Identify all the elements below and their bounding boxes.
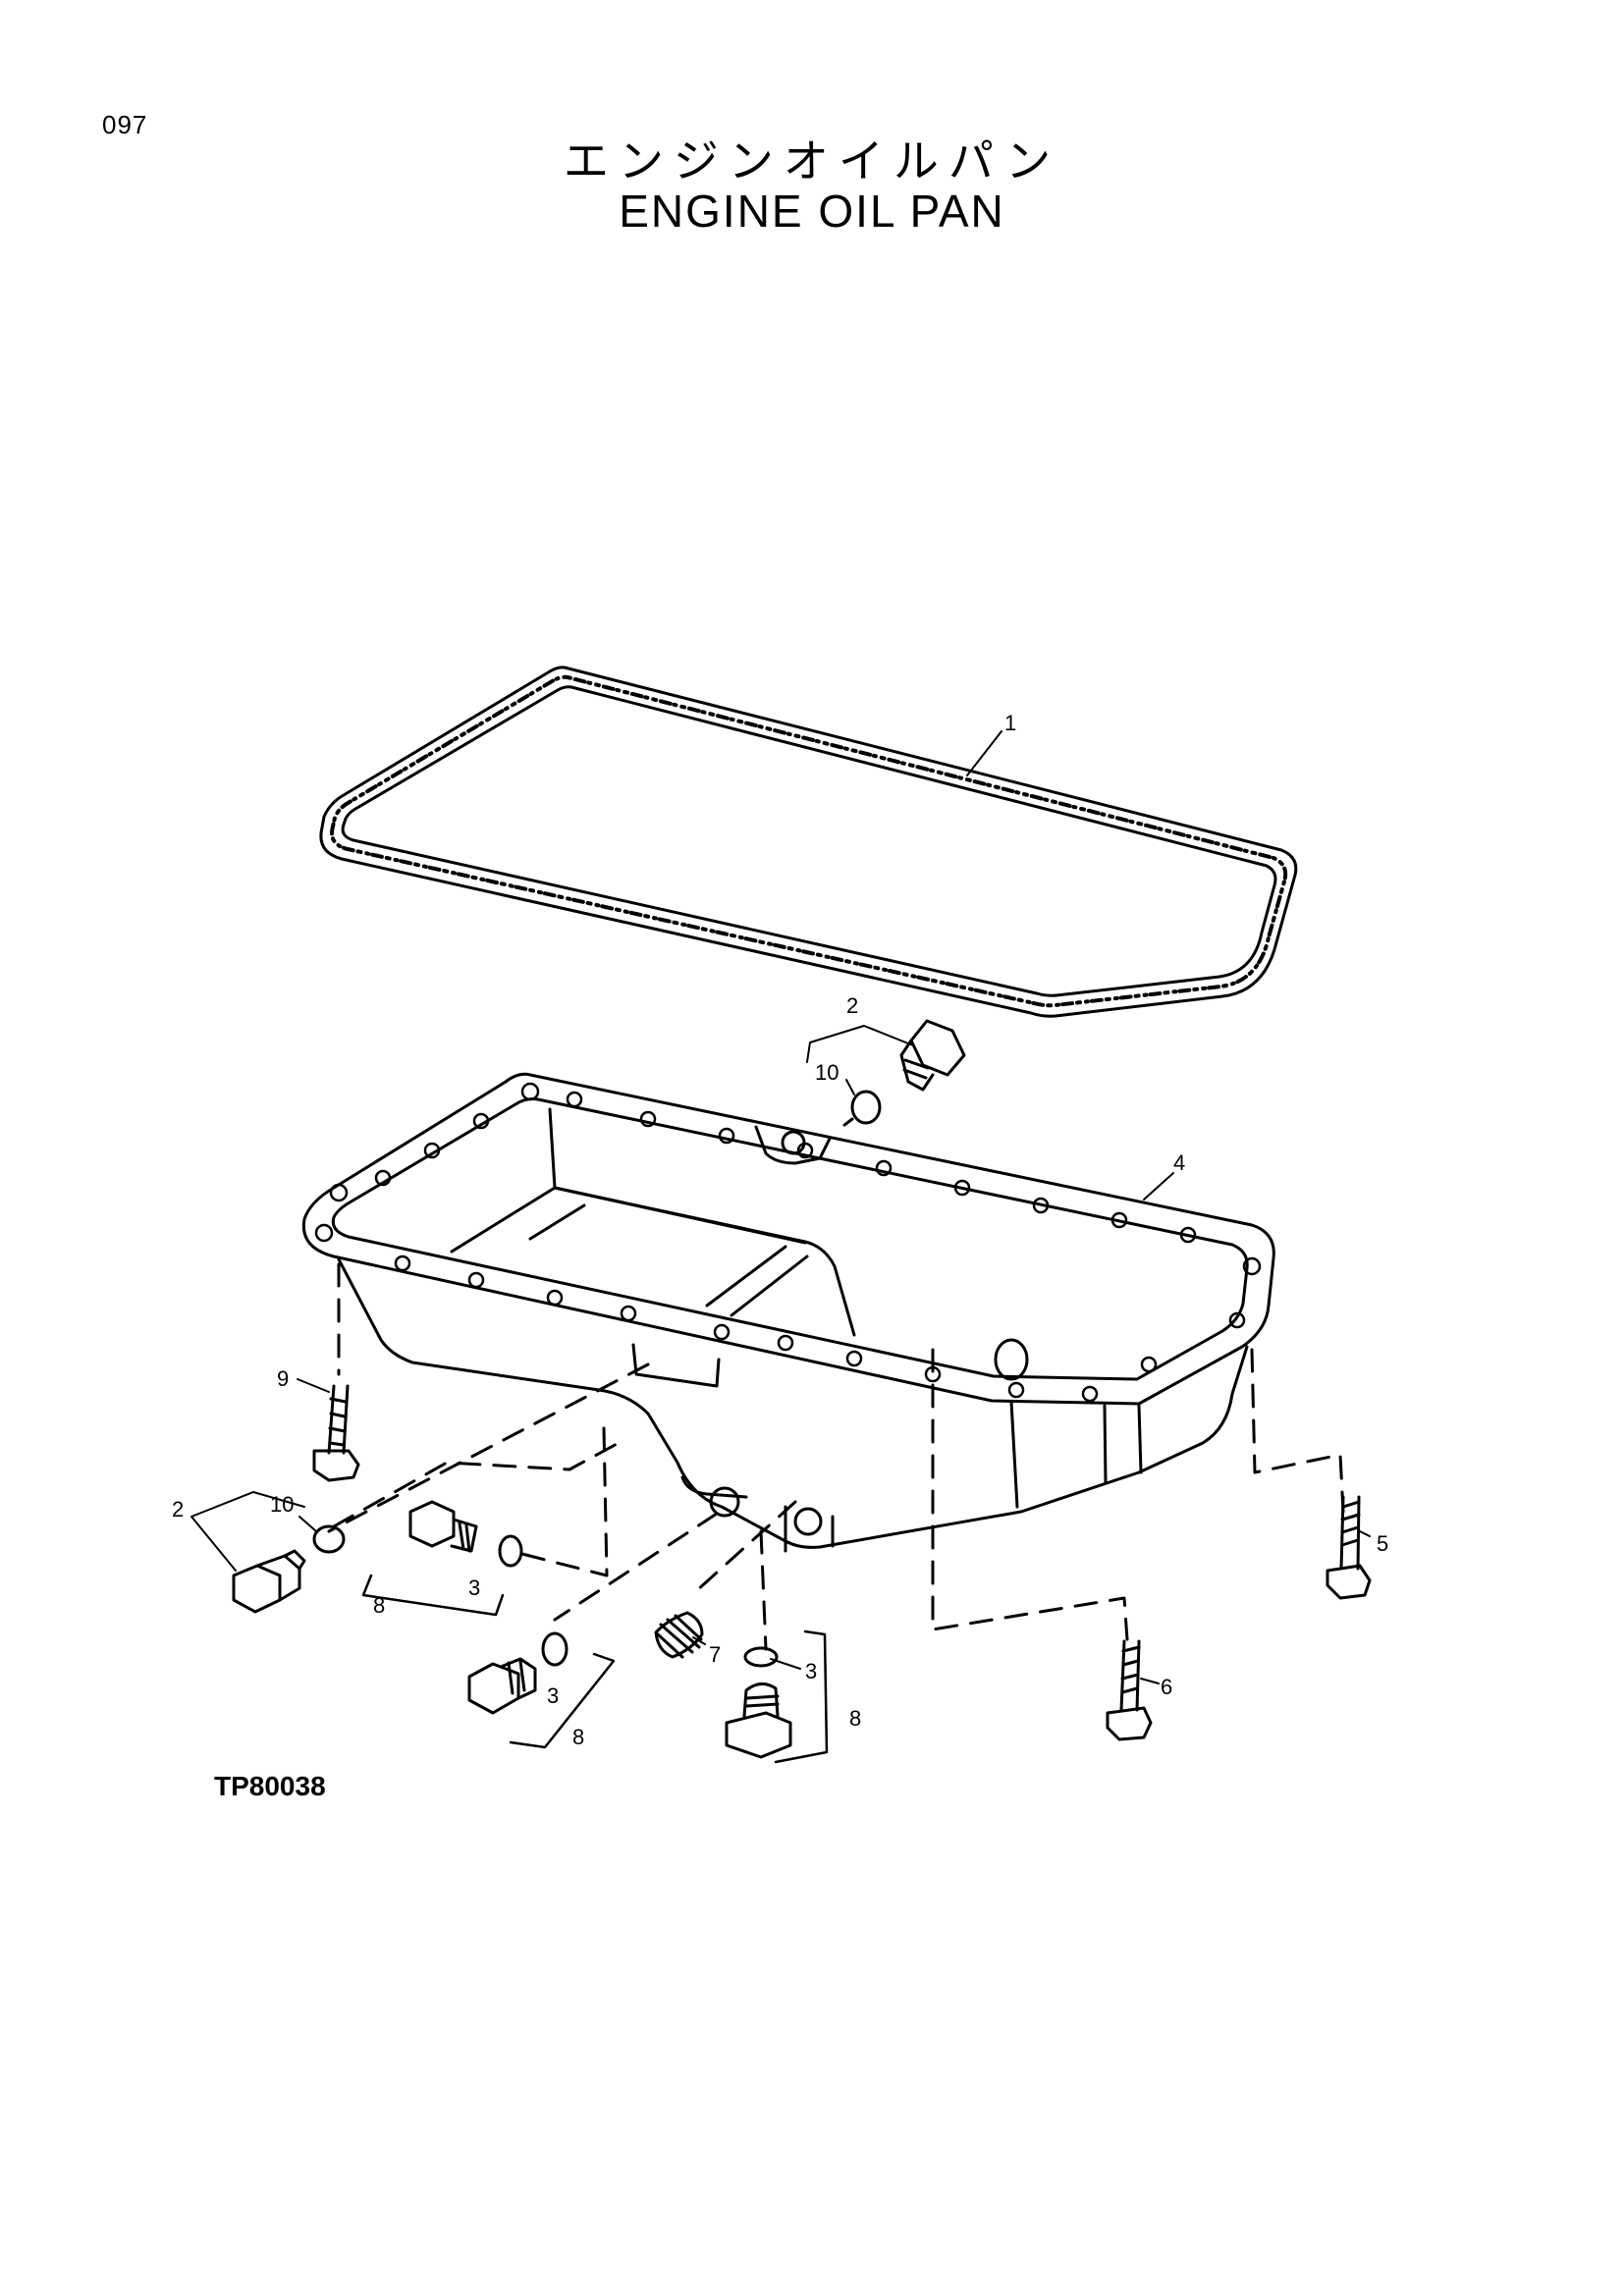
callout-3-center: 3 (547, 1683, 559, 1708)
bolt-5 (1326, 1495, 1372, 1600)
callout-8-center: 8 (572, 1725, 584, 1749)
callout-leader-lines (190, 730, 1371, 1684)
callout-8-right: 8 (849, 1706, 861, 1731)
plug-assembly-center (467, 1631, 616, 1749)
callout-1: 1 (1004, 711, 1016, 735)
plug-assembly-left (361, 1500, 523, 1617)
callout-2-upper: 2 (846, 993, 858, 1018)
oil-pan (301, 1072, 1275, 1553)
title-english: ENGINE OIL PAN (619, 186, 1005, 237)
spring-7 (654, 1611, 704, 1659)
callout-8-left: 8 (373, 1593, 385, 1618)
bolt-6 (1106, 1639, 1153, 1741)
drain-plug-upper (838, 1019, 966, 1131)
callout-5: 5 (1377, 1531, 1388, 1556)
drain-plug-left (232, 1524, 346, 1614)
callout-3-left: 3 (468, 1575, 480, 1600)
callout-9: 9 (277, 1366, 289, 1391)
callout-10-upper: 10 (815, 1060, 839, 1085)
assembly-dashed-lines (327, 1262, 1345, 1651)
plug-assembly-right (725, 1629, 829, 1764)
callout-4: 4 (1173, 1150, 1185, 1175)
callout-10-left: 10 (270, 1492, 294, 1517)
callout-labels: 1 2 10 4 9 2 10 3 8 5 7 3 8 3 8 6 (172, 711, 1388, 1749)
callout-2-left: 2 (172, 1497, 184, 1522)
page-number: 097 (102, 110, 148, 139)
callout-3-right: 3 (805, 1659, 817, 1683)
bolt-9 (312, 1384, 360, 1482)
title-japanese: エンジンオイルパン (563, 134, 1061, 187)
figure-code: TP80038 (214, 1771, 326, 1801)
callout-6: 6 (1161, 1675, 1172, 1699)
callout-7: 7 (709, 1642, 721, 1667)
oil-pan-gasket (319, 666, 1298, 1018)
